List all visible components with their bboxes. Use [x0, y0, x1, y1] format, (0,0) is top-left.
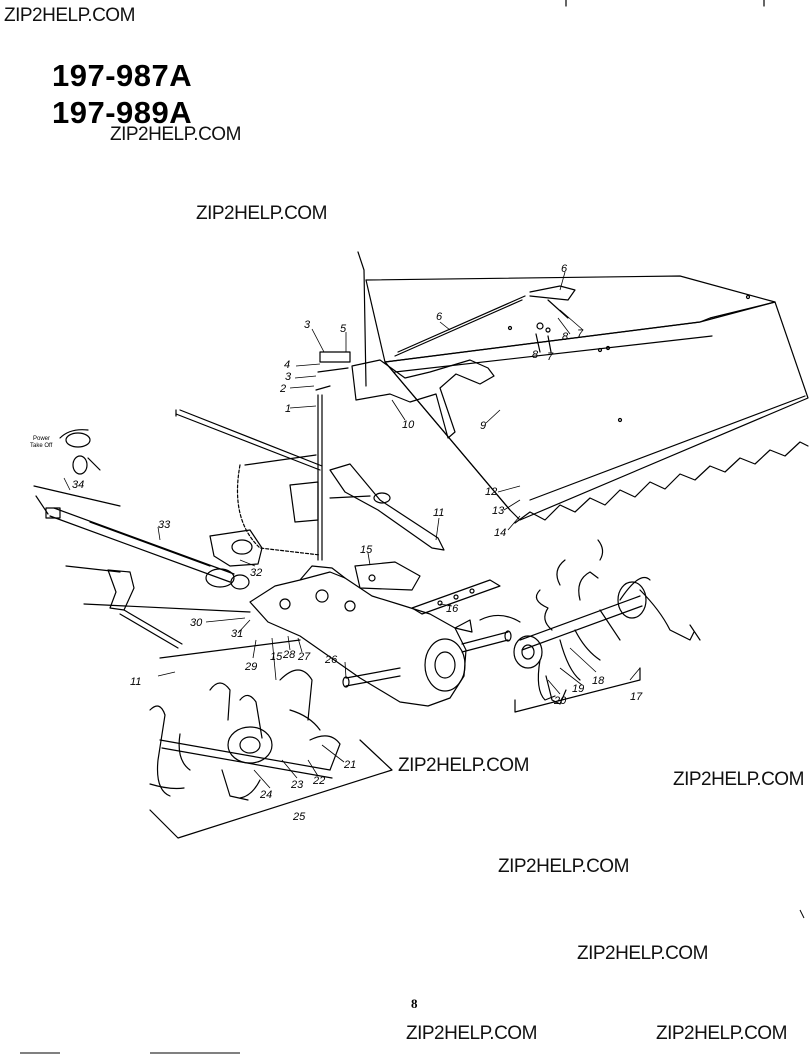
model-number-1: 197-987A — [52, 58, 193, 93]
callout-27: 27 — [297, 651, 311, 663]
callout-4: 4 — [284, 359, 290, 371]
callout-3b: 3 — [285, 371, 292, 383]
page-number: 8 — [411, 996, 418, 1011]
watermark-under-title: ZIP2HELP.COM — [110, 124, 241, 145]
callout-10: 10 — [402, 419, 415, 431]
callout-33: 33 — [158, 519, 171, 531]
callout-9: 9 — [480, 420, 486, 432]
watermark-top-left: ZIP2HELP.COM — [4, 5, 135, 26]
callout-2: 2 — [279, 383, 286, 395]
callout-6a: 6 — [436, 311, 443, 323]
callout-31: 31 — [231, 628, 243, 640]
callout-15b: 15 — [270, 651, 283, 663]
callout-28: 28 — [282, 649, 296, 661]
watermark-bottom-right: ZIP2HELP.COM — [656, 1023, 787, 1044]
right-tine-assembly — [479, 539, 695, 705]
callout-21: 21 — [343, 759, 356, 771]
callout-34: 34 — [72, 479, 84, 491]
callout-20: 20 — [553, 695, 567, 707]
callout-23: 23 — [290, 779, 304, 791]
pto-label-line2: Take Off — [30, 443, 53, 449]
watermark-lower-middle: ZIP2HELP.COM — [498, 856, 629, 877]
callout-8a: 8 — [562, 331, 569, 343]
callout-7b: 7 — [547, 351, 554, 363]
left-tine-assembly — [149, 669, 341, 801]
callout-19: 19 — [572, 683, 584, 695]
callout-11b: 11 — [130, 676, 141, 688]
callout-11a: 11 — [433, 507, 444, 519]
watermark-lower-right: ZIP2HELP.COM — [577, 943, 708, 964]
callout-12: 12 — [485, 486, 497, 498]
callout-6b: 6 — [561, 263, 568, 275]
callout-7a: 7 — [577, 328, 584, 340]
callout-26: 26 — [324, 654, 338, 666]
callout-30: 30 — [190, 617, 203, 629]
transmission-housing — [249, 565, 512, 707]
tine-shield — [357, 251, 809, 524]
callout-16: 16 — [446, 603, 459, 615]
callout-29: 29 — [244, 661, 257, 673]
callout-13: 13 — [492, 505, 505, 517]
watermark-upper-middle: ZIP2HELP.COM — [196, 203, 327, 224]
callout-5: 5 — [340, 323, 347, 335]
callout-8b: 8 — [532, 349, 539, 361]
callout-14: 14 — [494, 527, 506, 539]
watermark-bottom-middle: ZIP2HELP.COM — [406, 1023, 537, 1044]
callout-32: 32 — [250, 567, 262, 579]
callout-25: 25 — [292, 811, 306, 823]
callout-24: 24 — [259, 789, 272, 801]
watermark-middle: ZIP2HELP.COM — [398, 755, 529, 776]
pto-label-line1: Power — [33, 436, 50, 442]
callout-18: 18 — [592, 675, 605, 687]
callout-15a: 15 — [360, 544, 373, 556]
watermark-right: ZIP2HELP.COM — [673, 769, 804, 790]
callout-22: 22 — [312, 775, 325, 787]
model-number-2: 197-989A — [52, 95, 193, 130]
callout-17: 17 — [630, 691, 643, 703]
callout-3a: 3 — [304, 319, 311, 331]
callout-1: 1 — [285, 403, 291, 415]
